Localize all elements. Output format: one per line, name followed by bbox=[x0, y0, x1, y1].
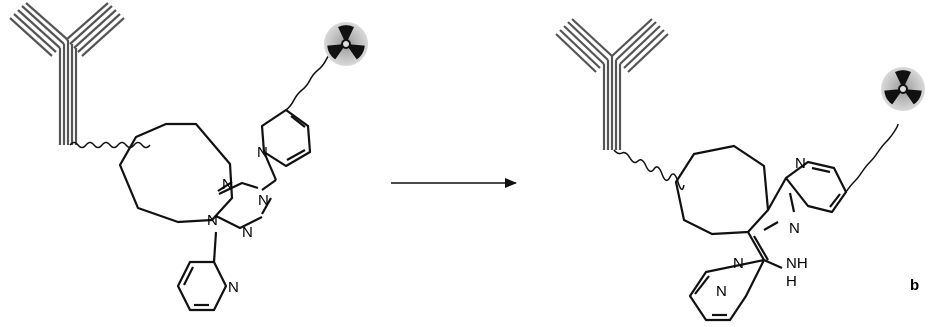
radioactive-trefoil-icon bbox=[881, 67, 925, 111]
wavy-linker bbox=[613, 149, 685, 191]
nitrogen-atom: N bbox=[733, 255, 744, 272]
nitrogen-atom: N bbox=[222, 176, 233, 193]
pyridine-ring-top bbox=[260, 108, 312, 168]
panel-label: b bbox=[910, 277, 919, 294]
nitrogen-atom: N bbox=[257, 144, 268, 161]
pyridine-ring-bottom bbox=[688, 258, 766, 322]
antibody-icon bbox=[555, 18, 669, 150]
tetrazine-ring bbox=[215, 179, 277, 230]
dihydropyridazine-ring bbox=[747, 177, 796, 270]
nitrogen-atom: N bbox=[795, 155, 806, 172]
nitrogen-atom: N bbox=[228, 279, 239, 296]
radioactive-trefoil-icon bbox=[324, 22, 368, 66]
nitrogen-atom: N bbox=[242, 224, 253, 241]
cyclooctane-ring bbox=[674, 144, 770, 236]
nitrogen-atom: N bbox=[258, 192, 269, 209]
trans-cyclooctene-ring bbox=[118, 122, 234, 224]
pyridine-ring-bottom bbox=[176, 260, 228, 312]
nitrogen-atom: N bbox=[789, 220, 800, 237]
nh-group: NH bbox=[786, 255, 808, 272]
antibody-icon bbox=[9, 2, 125, 145]
nitrogen-atom: N bbox=[716, 283, 727, 300]
wavy-linker bbox=[845, 123, 899, 193]
nitrogen-atom: N bbox=[207, 212, 218, 229]
hydrogen-atom: H bbox=[786, 273, 797, 290]
wavy-linker bbox=[69, 141, 151, 149]
